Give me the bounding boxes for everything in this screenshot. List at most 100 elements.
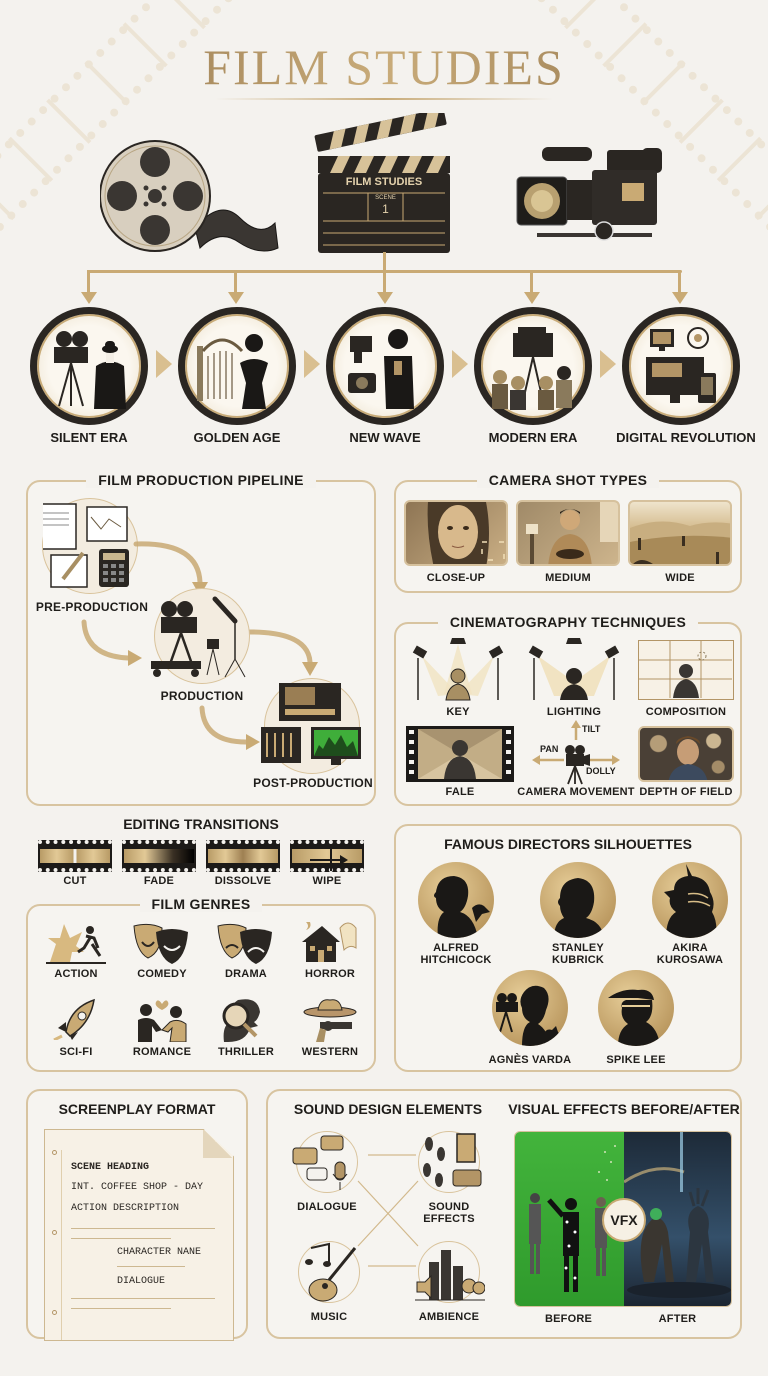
screenplay-panel: SCREENPLAY FORMAT SCENE HEADING INT. COF… [26,1089,248,1341]
cinematography-title: CINEMATOGRAPHY TECHNIQUES [437,614,699,630]
close-up-thumbnail[interactable] [404,500,508,566]
technique-label-key: KEY [446,706,470,718]
stage-label-post-production: POST-PRODUCTION [253,776,373,790]
silent-era-icon [54,331,126,409]
director-spike-lee-silhouette[interactable] [598,970,674,1046]
transitions-title: EDITING TRANSITIONS [123,816,279,832]
slugline-text: INT. COFFEE SHOP - DAY [71,1182,204,1193]
vfx-before-label: BEFORE [544,1313,593,1325]
directors-title: FAMOUS DIRECTORS SILHOUETTES [444,836,692,852]
ambience-icon [415,1241,486,1303]
character-name-text: CHARACTER NANE [117,1247,202,1258]
transition-label-cut: CUT [63,875,87,887]
era-silent[interactable] [30,307,148,425]
medium-thumbnail[interactable] [516,500,620,566]
transition-dissolve[interactable] [206,840,280,872]
vfx-after-label: AFTER [658,1313,697,1325]
cowboy-hat-revolver-icon [302,998,358,1042]
key-lighting-icon [408,634,508,704]
pan-label: PAN [540,744,559,754]
action-description-text: ACTION DESCRIPTION [71,1203,180,1214]
genre-label-drama: DRAMA [225,968,267,980]
technique-label-lighting: LIGHTING [546,706,602,718]
era-label-new-wave: NEW WAVE [349,430,421,445]
era-label-modern: MODERN ERA [488,430,578,445]
era-new-wave[interactable] [326,307,444,425]
director-hitchcock-silhouette[interactable] [418,862,494,938]
genres-title: FILM GENRES [139,896,263,912]
genre-label-thriller: THRILLER [218,1046,274,1058]
music-icon [298,1241,360,1303]
clapperboard-scene-number: 1 [382,202,389,216]
rule-of-thirds-icon [638,640,734,700]
sound-title: SOUND DESIGN ELEMENTS [293,1101,483,1117]
post-production-icon [261,678,361,774]
transition-fade[interactable] [122,840,196,872]
sound-label-music: MUSIC [310,1311,348,1323]
title-divider [215,98,553,100]
golden-age-icon [197,334,268,409]
shot-label-wide: WIDE [665,572,695,584]
sound-label-ambience: AMBIENCE [418,1311,480,1323]
frame-icon [406,726,514,782]
director-label-spike-lee: SPIKE LEE [606,1054,666,1066]
dolly-label: DOLLY [586,766,616,776]
digital-revolution-icon [646,327,716,403]
pipeline-arrows [81,541,318,750]
clapperboard-scene-label: SCENE [375,195,396,201]
vfx-badge: VFX [602,1198,646,1242]
genres-panel: FILM GENRES ACTION COMEDY DRAMA HORROR S… [26,896,376,1072]
chevron-right-icon [304,350,320,378]
tilt-label: TILT [582,724,601,734]
video-camera-icon [512,145,667,245]
director-kurosawa-silhouette[interactable] [652,862,728,938]
technique-label-composition: COMPOSITION [645,706,727,718]
era-label-golden: GOLDEN AGE [193,430,281,445]
magnifier-thriller-icon [218,996,274,1042]
transition-wipe[interactable] [290,840,364,872]
era-label-silent: SILENT ERA [50,430,128,445]
comedy-masks-icon [132,922,192,964]
rocket-icon [52,998,102,1042]
dialogue-text: DIALOGUE [117,1276,166,1287]
genre-label-sci-fi: SCI-FI [59,1046,93,1058]
sound-effects-icon [418,1131,482,1193]
modern-era-icon [492,327,572,410]
chevron-right-icon [156,350,172,378]
director-kubrick-silhouette[interactable] [540,862,616,938]
page-title: FILM STUDIES [0,38,768,96]
director-label-varda: AGNÈS VARDA [488,1054,572,1066]
screenplay-page: SCENE HEADING INT. COFFEE SHOP - DAY ACT… [44,1129,234,1341]
genre-label-horror: HORROR [304,968,356,980]
drama-masks-icon [216,922,276,964]
vfx-title: VISUAL EFFECTS BEFORE/AFTER [508,1101,740,1117]
haunted-house-icon [300,918,360,964]
action-icon [46,922,106,964]
technique-label-depth-of-field: DEPTH OF FIELD [639,786,733,798]
chevron-right-icon [452,350,468,378]
film-reel-icon [99,138,280,258]
three-point-lighting-icon [524,634,624,704]
dialogue-sound-icon [292,1131,358,1193]
transition-cut[interactable] [38,840,112,872]
director-varda-silhouette[interactable] [492,970,568,1046]
depth-of-field-thumbnail[interactable] [638,726,734,782]
genre-label-western: WESTERN [301,1046,359,1058]
wide-thumbnail[interactable] [628,500,732,566]
transition-label-dissolve: DISSOLVE [214,875,272,887]
vfx-comparison-image[interactable]: VFX [514,1131,732,1307]
era-modern[interactable] [474,307,592,425]
production-icon [151,588,250,684]
transition-label-wipe: WIPE [312,875,342,887]
era-golden[interactable] [178,307,296,425]
genre-label-action: ACTION [54,968,98,980]
scene-heading-label: SCENE HEADING [71,1162,150,1173]
clapperboard-title: FILM STUDIES [345,176,423,188]
sound-connector-lines [357,1154,419,1267]
cinematography-panel: CINEMATOGRAPHY TECHNIQUES KEY LIGHTING [394,614,742,806]
clapperboard-icon: FILM STUDIES SCENE 1 [313,108,453,255]
era-digital[interactable] [622,307,740,425]
